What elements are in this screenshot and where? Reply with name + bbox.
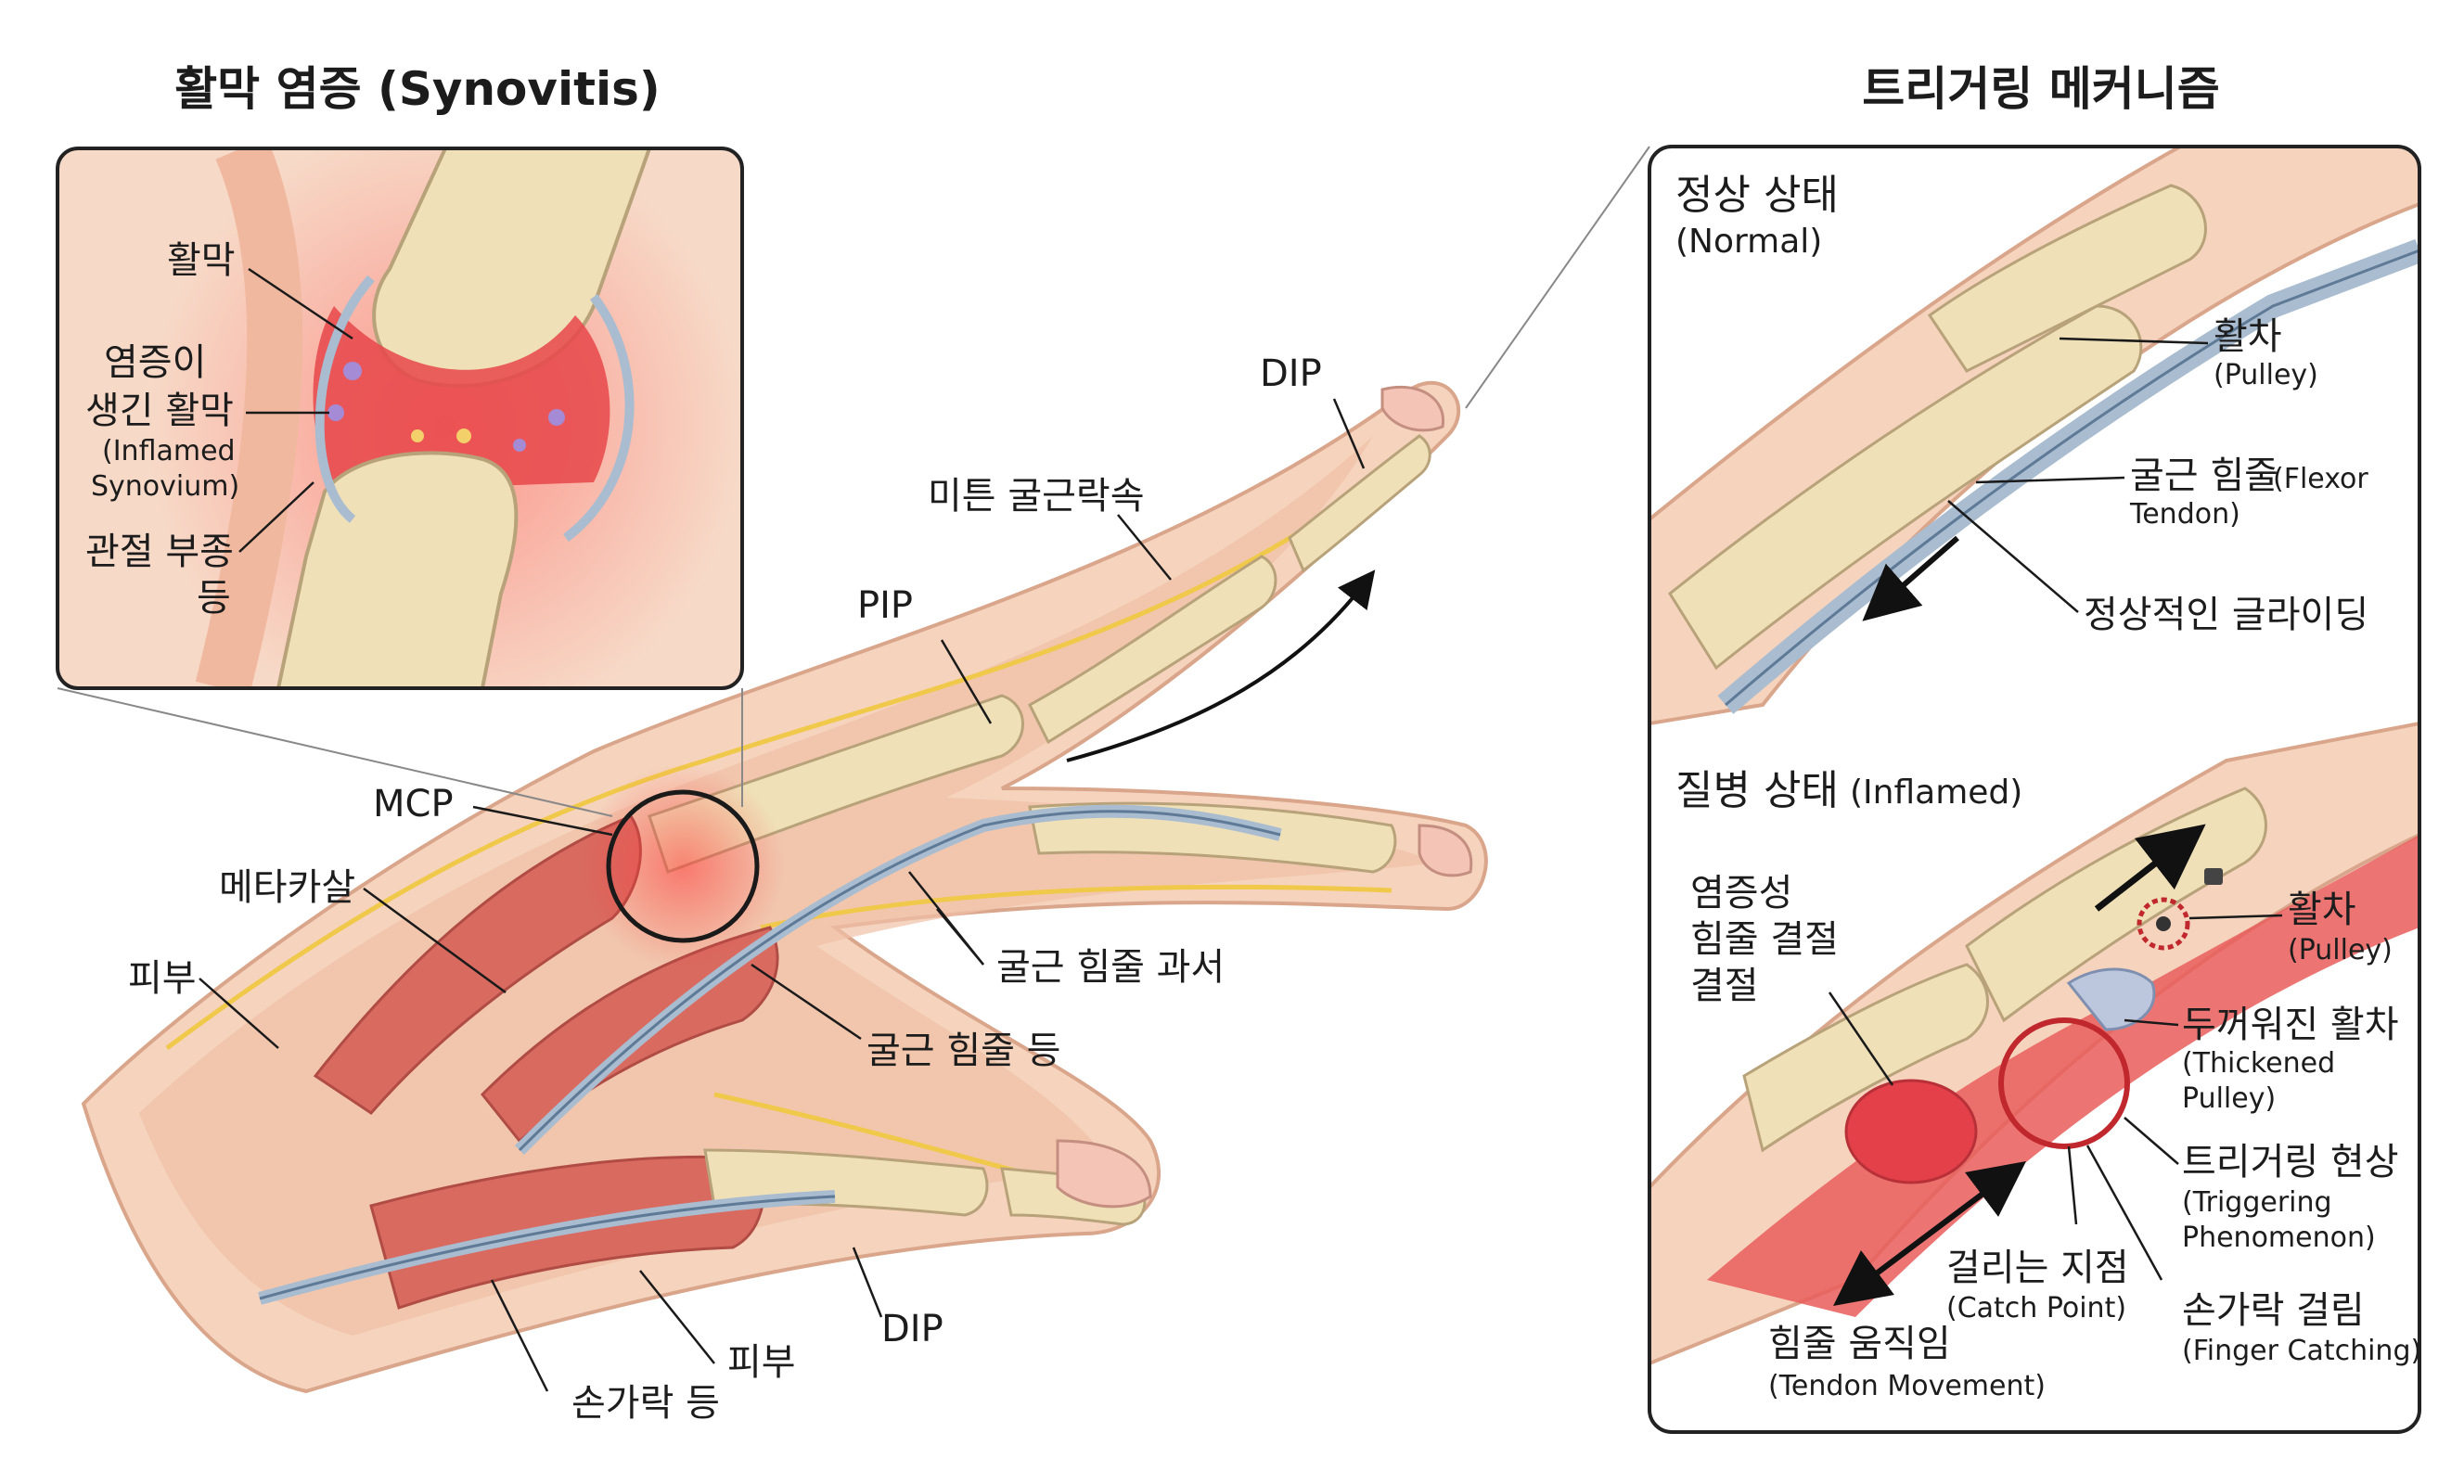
label-flexor-en-1: (Flexor	[2273, 463, 2368, 495]
label-metacarpal: 메타카살	[219, 866, 356, 909]
label-inflamed-en: (Inflamed)	[1850, 774, 2023, 812]
label-trig-en-2: Phenomenon)	[2182, 1222, 2376, 1254]
synovitis-inset	[56, 147, 744, 817]
label-finger-etc: 손가락 등	[571, 1382, 720, 1425]
label-inflamed-synovium-en-2: Synovium)	[91, 470, 240, 503]
label-flexor-etc: 굴근 힘줄 등	[866, 1030, 1061, 1072]
trigger-title: 트리거링 메커니즘	[1862, 62, 2220, 116]
label-skin-left: 피부	[128, 957, 197, 1000]
label-thick-ko: 두꺼워진 활차	[2182, 1004, 2399, 1046]
label-nodule-2: 힘줄 결절	[1690, 918, 1839, 961]
label-dip-bottom: DIP	[881, 1308, 943, 1350]
label-joint-swelling-2: 등	[197, 577, 231, 620]
label-pulley-en: (Pulley)	[2214, 359, 2318, 391]
label-flexor-en-2: Tendon)	[2130, 498, 2240, 531]
trigger-panel	[1465, 145, 2421, 1434]
label-flexor-ko: 굴근 힘줄	[2130, 454, 2278, 497]
label-inflamed-synovium-ko-1: 염증이	[104, 341, 207, 384]
label-thick-en-2: Pulley)	[2182, 1082, 2277, 1115]
label-mcp: MCP	[373, 783, 454, 825]
label-normal-en: (Normal)	[1675, 223, 1823, 261]
label-pulley2-en: (Pulley)	[2288, 934, 2393, 966]
label-catch-en: (Catch Point)	[1946, 1292, 2127, 1324]
label-pip: PIP	[857, 584, 914, 627]
label-trig-ko: 트리거링 현상	[2182, 1141, 2399, 1183]
label-fcatch-en: (Finger Catching)	[2182, 1335, 2422, 1367]
label-move-ko: 힘줄 움직임	[1768, 1323, 1951, 1365]
label-pulley-ko: 활차	[2214, 315, 2282, 358]
label-synovium: 활막	[167, 239, 236, 282]
label-pulley2-ko: 활차	[2288, 889, 2356, 931]
label-fcatch-ko: 손가락 걸림	[2182, 1289, 2365, 1332]
label-move-en: (Tendon Movement)	[1768, 1370, 2046, 1402]
leader-lines	[199, 267, 2283, 1392]
label-joint-swelling-1: 관절 부종	[85, 531, 234, 573]
hand-illustration	[81, 380, 1488, 1394]
label-gliding: 정상적인 글라이딩	[2084, 594, 2369, 636]
label-dip-top: DIP	[1260, 352, 1322, 395]
label-trig-en-1: (Triggering	[2182, 1186, 2332, 1219]
label-nodule-1: 염증성	[1690, 872, 1793, 915]
synovitis-title: 활막 염증 (Synovitis)	[174, 62, 661, 116]
label-flexor-overuse: 굴근 힘줄 과서	[996, 946, 1226, 989]
label-thick-en-1: (Thickened	[2182, 1047, 2336, 1080]
label-skin-bottom: 피부	[727, 1341, 796, 1384]
label-inflamed-synovium-ko-2: 생긴 활막	[85, 390, 234, 432]
label-inflamed-synovium-en-1: (Inflamed	[102, 435, 236, 467]
label-nodule-3: 결절	[1690, 965, 1759, 1007]
label-catch-ko: 걸리는 지점	[1946, 1247, 2129, 1289]
label-inflamed-ko: 질병 상태	[1675, 767, 1839, 814]
label-normal-ko: 정상 상태	[1675, 172, 1839, 219]
label-extensor: 미튼 굴근락속	[928, 475, 1145, 518]
